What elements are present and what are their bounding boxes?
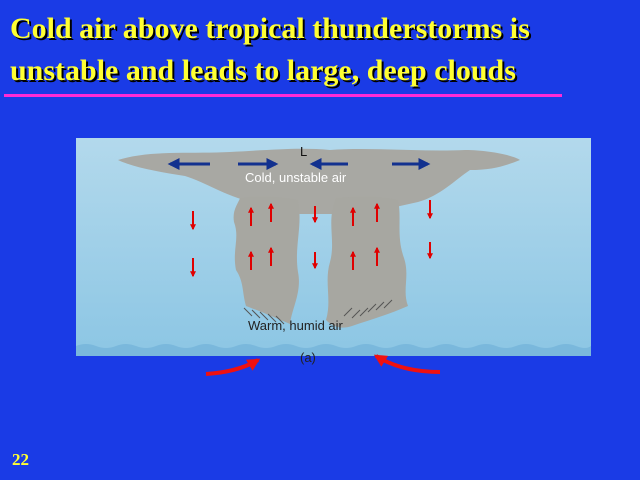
inflow-arrow-right [373, 354, 441, 374]
title-underline [4, 94, 562, 97]
inflow-arrows [205, 354, 441, 376]
warm-air-label: Warm, humid air [248, 318, 344, 333]
panel-label: (a) [300, 350, 316, 365]
left-storm-column [233, 196, 300, 324]
title-line-1: Cold air above tropical thunderstorms is [10, 12, 530, 45]
right-storm-column [326, 196, 408, 328]
inflow-arrow-left [205, 358, 261, 376]
sea-surface [76, 344, 591, 356]
low-pressure-label: L [300, 144, 307, 159]
page-number: 22 [12, 450, 29, 469]
slide-title: Cold air above tropical thunderstorms is… [10, 8, 635, 92]
cold-air-label: Cold, unstable air [245, 170, 347, 185]
vertical-motion-arrows [190, 200, 433, 278]
title-line-2: unstable and leads to large, deep clouds [10, 54, 516, 87]
rain-streaks [243, 299, 393, 325]
